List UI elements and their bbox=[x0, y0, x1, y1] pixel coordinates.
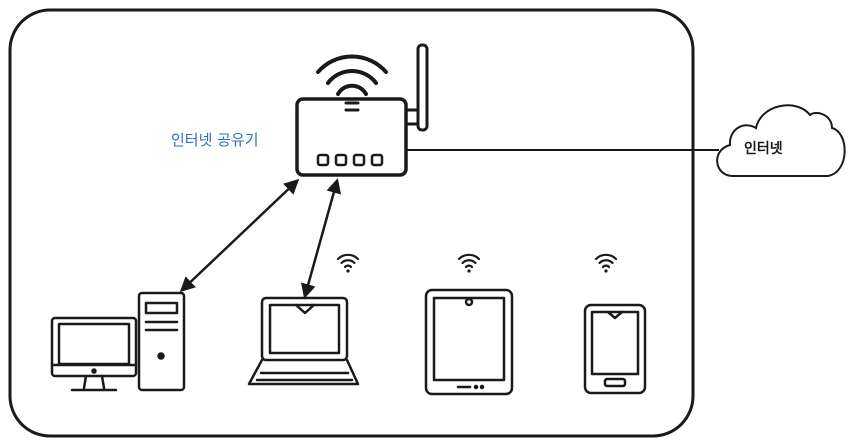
tablet-wifi-icon bbox=[457, 253, 481, 274]
phone-wifi-icon bbox=[594, 253, 618, 274]
tablet-icon bbox=[424, 288, 514, 396]
local-network-boundary bbox=[8, 8, 695, 438]
internet-label: 인터넷 bbox=[744, 141, 783, 157]
router-label: 인터넷 공유기 bbox=[171, 131, 259, 149]
laptop-wifi-icon bbox=[336, 253, 360, 274]
desktop-computer-icon bbox=[50, 291, 186, 392]
wifi-router-icon bbox=[295, 43, 429, 177]
laptop-icon bbox=[247, 296, 360, 386]
laptop-connection-arrow bbox=[300, 178, 342, 299]
cloud-icon bbox=[716, 104, 846, 177]
desktop-connection-arrow bbox=[179, 178, 300, 293]
smartphone-icon bbox=[583, 303, 647, 395]
